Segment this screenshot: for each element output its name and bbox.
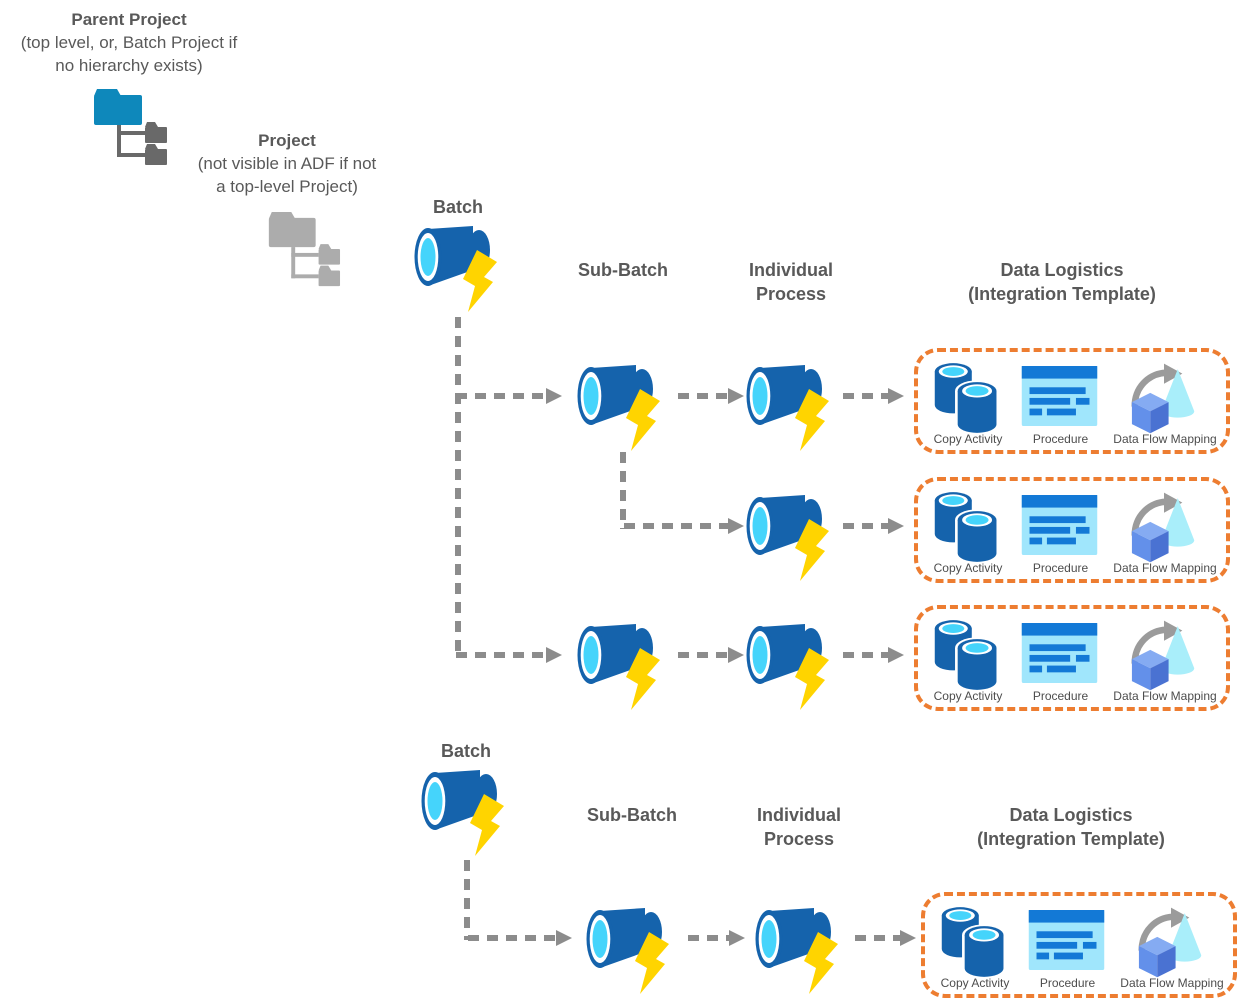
procedure-icon: [1021, 366, 1098, 426]
individual-line-2: Process: [755, 284, 827, 304]
individual-process-1a-pipeline-icon: [745, 361, 835, 456]
parent-project-subtitle-1: (top level, or, Batch Project if: [20, 33, 238, 52]
data-flow-mapping-icon: [1124, 359, 1204, 436]
integration-template-line: (Integration Template): [968, 284, 1156, 304]
procedure-label: Procedure: [1032, 561, 1089, 575]
data-logistics-line: Data Logistics: [1000, 260, 1124, 280]
copy-activity-icon: [933, 489, 1000, 565]
connector-row3-c: [843, 652, 888, 658]
copy-activity-label: Copy Activity: [940, 976, 1010, 990]
batch-1-header: Batch: [432, 197, 483, 217]
arrowhead-row3-b: [728, 647, 744, 663]
connector-row4-b: [688, 935, 729, 941]
procedure-label: Procedure: [1032, 689, 1089, 703]
integration-template-line: (Integration Template): [977, 829, 1165, 849]
connector-row2-a: [624, 523, 728, 529]
batch-2-header: Batch: [440, 741, 491, 761]
procedure-icon: [1021, 495, 1098, 555]
batch-2-pipeline-icon: [420, 766, 510, 861]
connector-row3-a: [456, 652, 546, 658]
connector-row1-a: [456, 393, 546, 399]
copy-activity-icon: [933, 617, 1000, 693]
data-logistics-2-header: Data Logistics (Integration Template): [951, 803, 1191, 851]
individual-process-2-header: Individual Process: [739, 803, 859, 851]
arrowhead-row4-c: [900, 930, 916, 946]
integration-template-box-1: Copy Activity Procedure Data Flow Mappin…: [914, 348, 1230, 454]
individual-process-1c-pipeline-icon: [745, 620, 835, 715]
data-flow-mapping-label: Data Flow Mapping: [1113, 561, 1217, 575]
project-subtitle-1: (not visible in ADF if not: [197, 154, 377, 173]
procedure-icon: [1021, 623, 1098, 683]
sub-batch-1-header: Sub-Batch: [578, 260, 668, 280]
data-flow-mapping-icon: [1124, 616, 1204, 693]
project-title: Project: [258, 131, 316, 150]
project-folder-icon: [263, 209, 341, 291]
batch-1-branch-line: [455, 317, 461, 658]
individual-process-2a-pipeline-icon: [754, 904, 844, 999]
integration-template-box-4: Copy Activity Procedure Data Flow Mappin…: [921, 892, 1237, 998]
connector-row4-a: [468, 935, 556, 941]
integration-template-box-3: Copy Activity Procedure Data Flow Mappin…: [914, 605, 1230, 711]
sub-batch-1b-pipeline-icon: [576, 620, 666, 715]
project-label: Project (not visible in ADF if not a top…: [182, 129, 392, 198]
parent-project-folder-icon: [88, 86, 168, 170]
connector-row1-b: [678, 393, 728, 399]
project-subtitle-2: a top-level Project): [216, 177, 358, 196]
batch-1-pipeline-icon: [413, 222, 503, 317]
sub-batch-2a-pipeline-icon: [585, 904, 675, 999]
arrowhead-row2-b: [888, 518, 904, 534]
batch-2-branch-line: [464, 860, 470, 940]
data-flow-mapping-label: Data Flow Mapping: [1113, 432, 1217, 446]
connector-row3-b: [678, 652, 728, 658]
connector-row2-b: [843, 523, 888, 529]
copy-activity-label: Copy Activity: [933, 689, 1003, 703]
copy-activity-icon: [933, 360, 1000, 436]
procedure-label: Procedure: [1039, 976, 1096, 990]
arrowhead-row1-b: [728, 388, 744, 404]
data-logistics-line: Data Logistics: [1009, 805, 1133, 825]
integration-template-box-2: Copy Activity Procedure Data Flow Mappin…: [914, 477, 1230, 583]
sub-batch-1-branch-line: [620, 452, 626, 529]
data-logistics-1-header: Data Logistics (Integration Template): [942, 258, 1182, 306]
arrowhead-row3-c: [888, 647, 904, 663]
data-flow-mapping-label: Data Flow Mapping: [1113, 689, 1217, 703]
data-flow-mapping-icon: [1131, 903, 1211, 980]
arrowhead-row2-a: [728, 518, 744, 534]
arrowhead-row4-b: [729, 930, 745, 946]
data-flow-mapping-label: Data Flow Mapping: [1120, 976, 1224, 990]
copy-activity-label: Copy Activity: [933, 432, 1003, 446]
arrowhead-row1-a: [546, 388, 562, 404]
procedure-label: Procedure: [1032, 432, 1089, 446]
data-flow-mapping-icon: [1124, 488, 1204, 565]
sub-batch-1a-pipeline-icon: [576, 361, 666, 456]
individual-line-2: Process: [763, 829, 835, 849]
copy-activity-icon: [940, 904, 1007, 980]
arrowhead-row3-a: [546, 647, 562, 663]
arrowhead-row1-c: [888, 388, 904, 404]
copy-activity-label: Copy Activity: [933, 561, 1003, 575]
individual-process-1b-pipeline-icon: [745, 491, 835, 586]
individual-line-1: Individual: [748, 260, 833, 280]
individual-line-1: Individual: [756, 805, 841, 825]
connector-row1-c: [843, 393, 888, 399]
connector-row4-c: [855, 935, 900, 941]
parent-project-title: Parent Project: [71, 10, 187, 29]
parent-project-label: Parent Project (top level, or, Batch Pro…: [4, 8, 254, 77]
individual-process-1-header: Individual Process: [731, 258, 851, 306]
arrowhead-row4-a: [556, 930, 572, 946]
sub-batch-2-header: Sub-Batch: [587, 805, 677, 825]
parent-project-subtitle-2: no hierarchy exists): [55, 56, 203, 75]
procedure-icon: [1028, 910, 1105, 970]
